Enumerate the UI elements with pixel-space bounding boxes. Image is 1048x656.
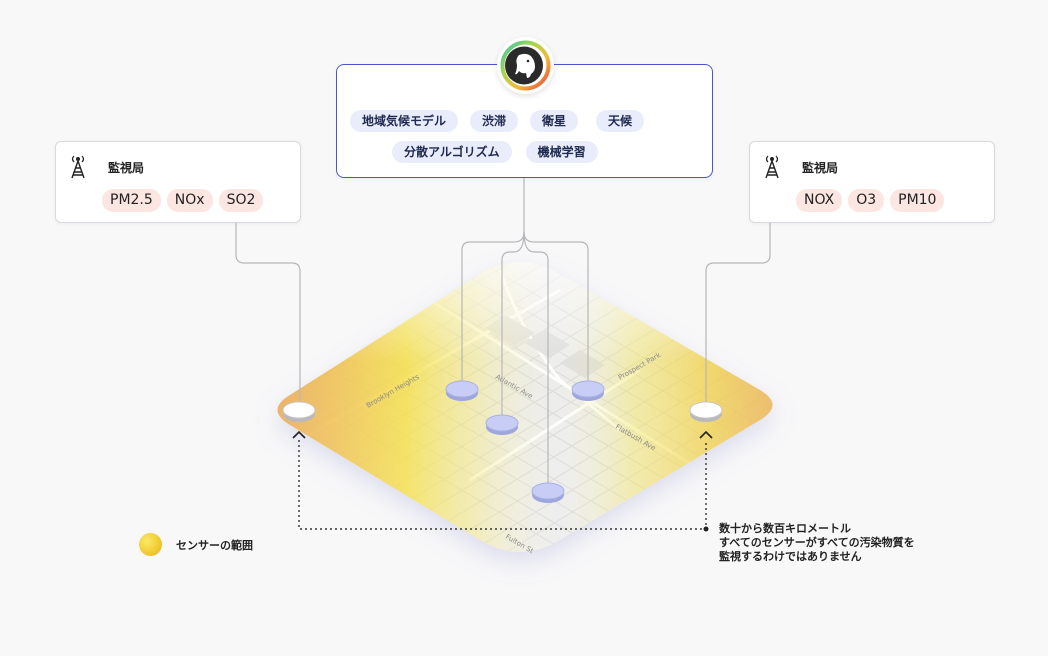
legend-swatch <box>139 533 162 556</box>
range-note-line: 数十から数百キロメートル <box>719 522 851 535</box>
left-station-card: 監視局 PM2.5 NOx SO2 <box>55 141 301 223</box>
pollutant-list: PM2.5 NOx SO2 <box>102 189 264 212</box>
range-note-line: 監視するわけではありません <box>719 550 862 563</box>
map-streets <box>277 262 773 552</box>
radio-tower-icon <box>765 155 779 179</box>
pollutant-chip: NOX <box>796 189 843 212</box>
range-annotation: 数十から数百キロメートル すべてのセンサーがすべての汚染物質を 監視するわけでは… <box>719 522 915 564</box>
range-note-line: すべてのセンサーがすべての汚染物質を <box>719 536 915 549</box>
data-source-row: 分散アルゴリズム 機械学習 <box>392 141 598 163</box>
legend-label: センサーの範囲 <box>176 538 253 552</box>
data-source-chip: 渋滞 <box>470 110 519 132</box>
data-source-chip: 分散アルゴリズム <box>392 141 512 163</box>
data-source-chip: 地域気候モデル <box>350 110 459 132</box>
pollutant-chip: NOx <box>166 189 213 212</box>
station-title: 監視局 <box>108 161 145 175</box>
data-source-chip: 天候 <box>596 110 645 132</box>
data-source-row: 地域気候モデル 渋滞 衛星 天候 <box>350 110 645 132</box>
station-title: 監視局 <box>802 161 839 175</box>
pollutant-chip: O3 <box>848 189 885 212</box>
right-station-card: 監視局 NOX O3 PM10 <box>749 141 995 223</box>
radio-tower-icon <box>71 155 85 179</box>
pollutant-chip: PM10 <box>890 189 945 212</box>
elephant-logo-icon <box>497 37 554 94</box>
pollutant-chip: SO2 <box>218 189 264 212</box>
pollutant-list: NOX O3 PM10 <box>796 189 945 212</box>
sensor-range-legend: センサーの範囲 <box>139 533 253 556</box>
pollutant-chip: PM2.5 <box>102 189 161 212</box>
data-source-chip: 衛星 <box>530 110 579 132</box>
data-source-chip: 機械学習 <box>525 141 598 163</box>
